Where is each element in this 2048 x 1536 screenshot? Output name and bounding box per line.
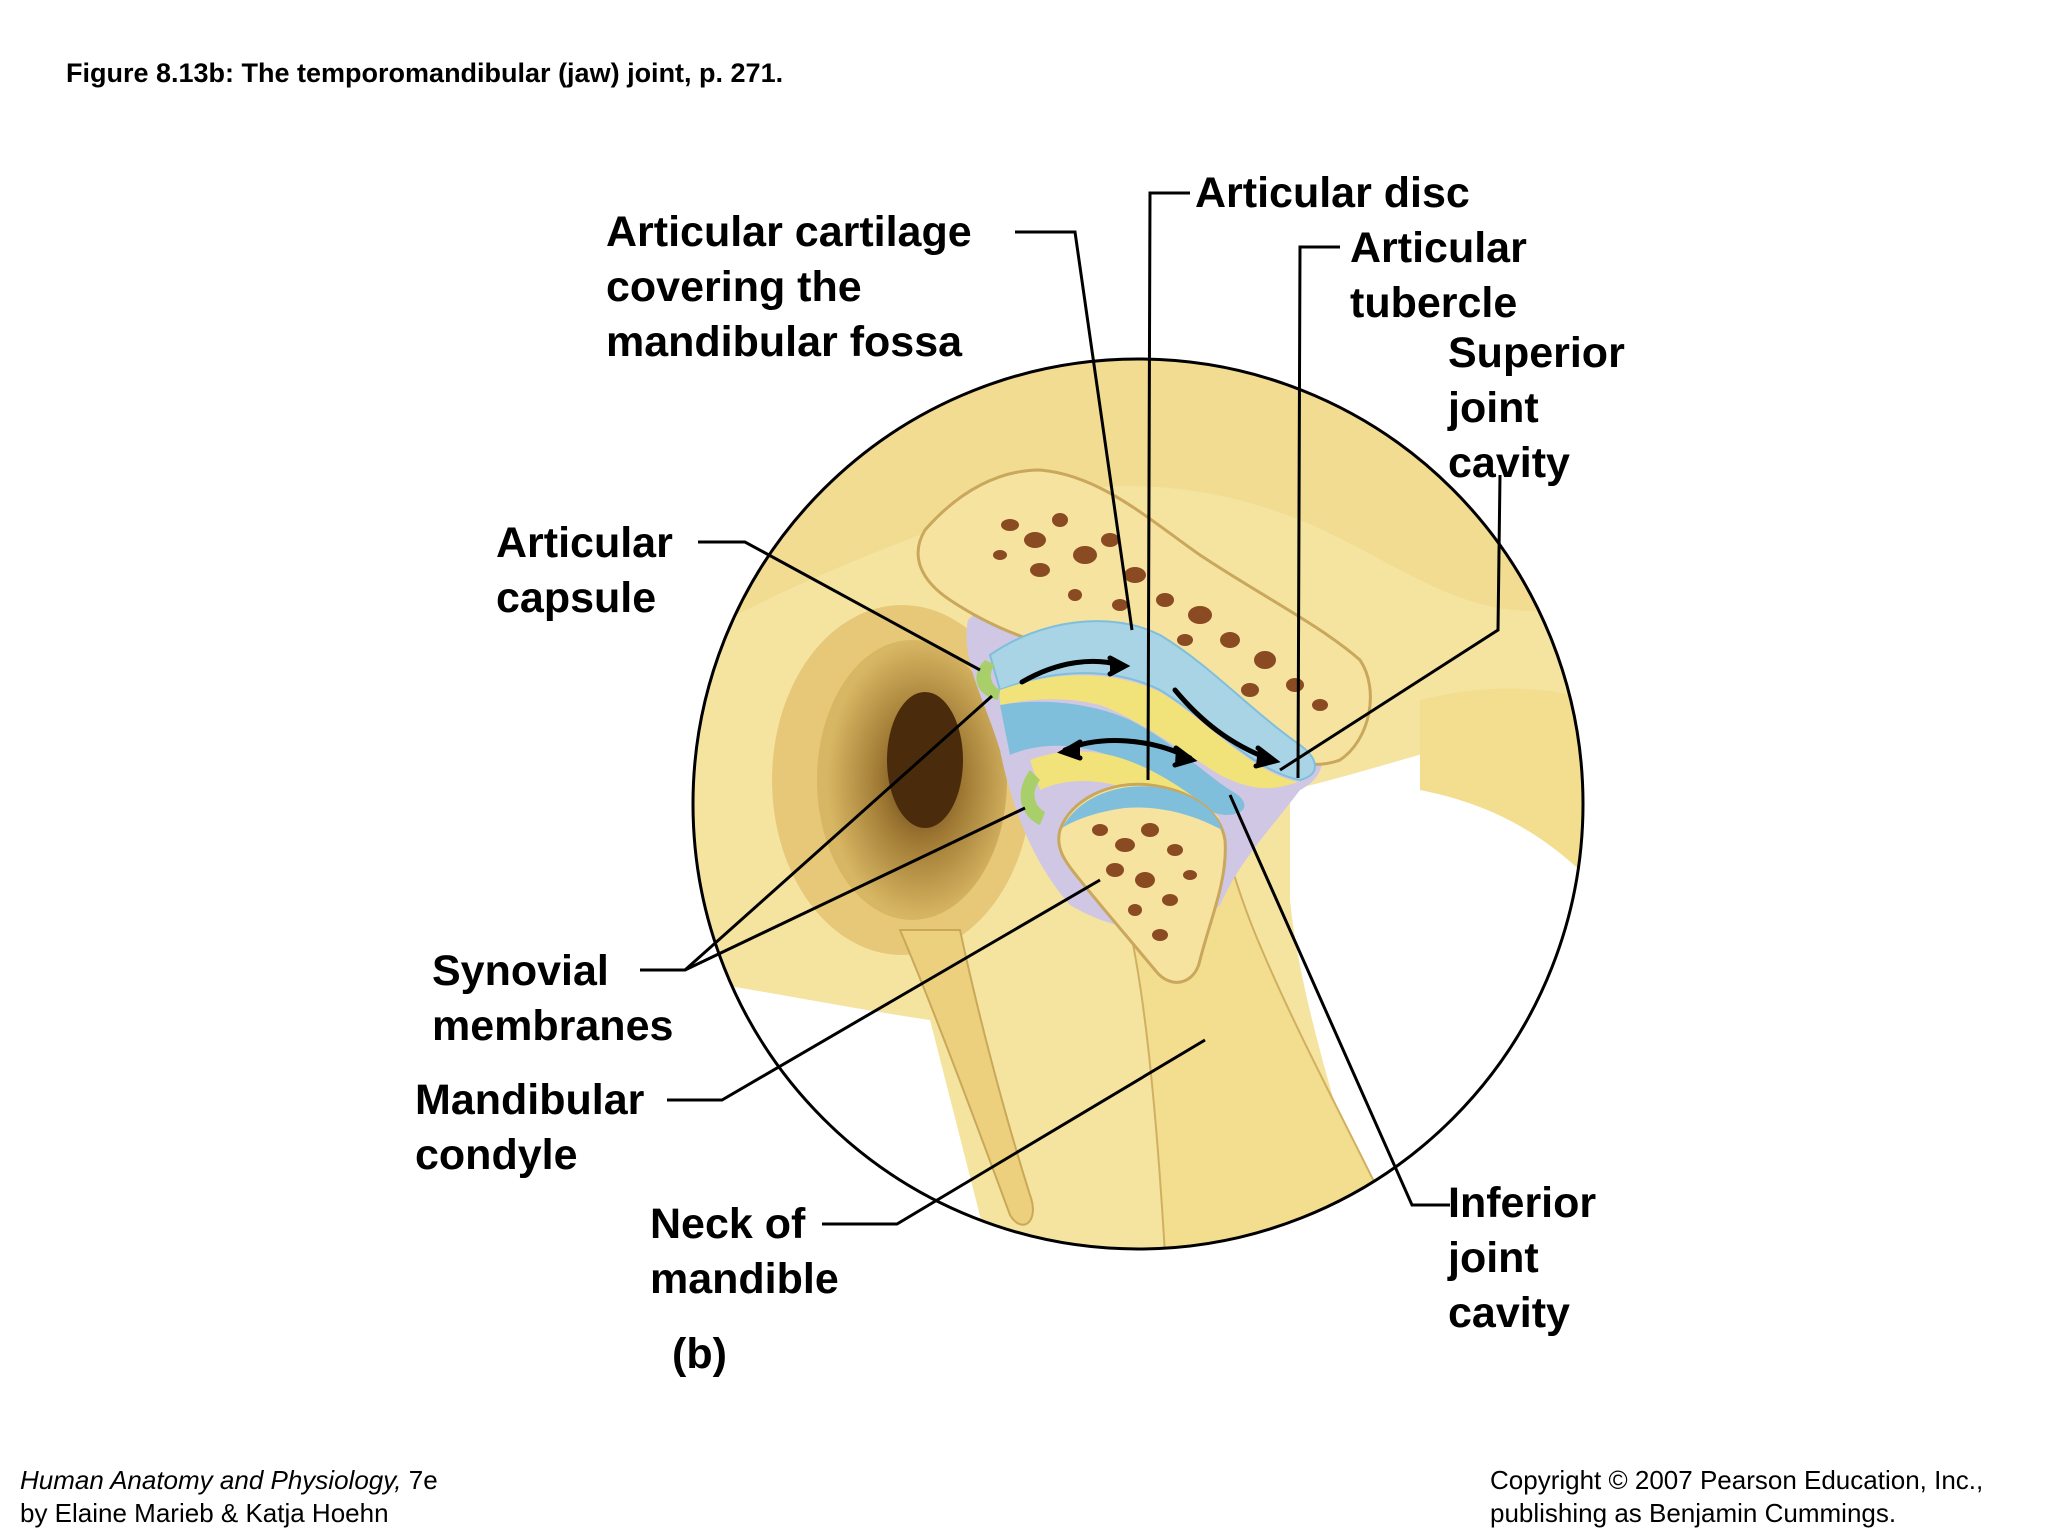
panel-label: (b)	[672, 1330, 727, 1378]
magnified-circle-outline	[691, 357, 1585, 1251]
label-articular-disc: Articular disc	[1195, 169, 1470, 217]
styloid-process	[898, 929, 1034, 1226]
figure-title: Figure 8.13b: The temporomandibular (jaw…	[66, 58, 784, 88]
label-articular-cartilage: Articular cartilage covering the mandibu…	[606, 208, 972, 366]
book-title: Human Anatomy and Physiology,	[20, 1465, 402, 1495]
motion-arrows	[1019, 655, 1281, 769]
label-neck-of-mandible: Neck of mandible	[650, 1200, 839, 1303]
label-mandibular-condyle: Mandibular condyle	[415, 1076, 645, 1179]
book-authors: by Elaine Marieb & Katja Hoehn	[20, 1498, 389, 1528]
label-superior-joint-cavity: Superior joint cavity	[1448, 329, 1625, 487]
ear-canal	[772, 605, 1032, 955]
articular-disc-shape	[1000, 701, 1245, 815]
synovial-membrane-lower	[1020, 770, 1045, 825]
synovial-membrane-upper	[976, 660, 1000, 700]
leader-lines	[640, 191, 1502, 1226]
label-articular-tubercle: Articular tubercle	[1350, 224, 1527, 327]
label-inferior-joint-cavity: Inferior joint cavity	[1448, 1179, 1597, 1337]
label-articular-capsule: Articular capsule	[496, 519, 673, 622]
copyright-line-1: Copyright © 2007 Pearson Education, Inc.…	[1490, 1465, 1984, 1495]
label-synovial-membranes: Synovial membranes	[432, 947, 674, 1050]
copyright-line-2: publishing as Benjamin Cummings.	[1490, 1498, 1897, 1528]
footer-copyright: Copyright © 2007 Pearson Education, Inc.…	[1490, 1464, 1983, 1530]
book-edition: 7e	[401, 1465, 438, 1495]
condyle-spongy-bone	[1092, 823, 1197, 941]
footer-book-credit: Human Anatomy and Physiology, 7e by Elai…	[20, 1464, 438, 1530]
